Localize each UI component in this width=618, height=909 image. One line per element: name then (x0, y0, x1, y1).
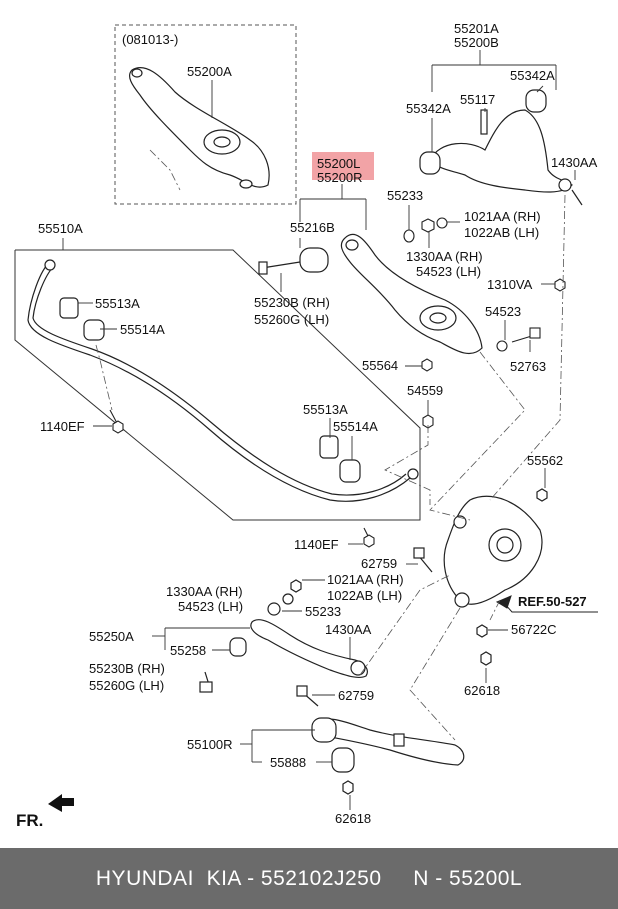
label-55233-bottom: 55233 (305, 604, 341, 619)
label-1430AA-bottom: 1430AA (325, 622, 372, 637)
label-ref: REF.50-527 (518, 594, 587, 609)
label-62759-top: 62759 (361, 556, 397, 571)
stabilizer-group-box (14, 249, 421, 521)
label-1021AA-top: 1021AA (RH) (464, 209, 541, 224)
label-1022AB-top: 1022AB (LH) (464, 225, 539, 240)
label-55230B-bottom: 55230B (RH) (89, 661, 165, 676)
ref-arrow-drawing (495, 595, 598, 613)
label-52763: 52763 (510, 359, 546, 374)
label-55233-top: 55233 (387, 188, 423, 203)
link-55100R-drawing (296, 685, 465, 795)
label-55117: 55117 (460, 92, 495, 107)
label-1330AA-top: 1330AA (RH) (406, 249, 483, 264)
label-55200A: 55200A (187, 64, 232, 79)
label-54523-top: 54523 (LH) (416, 264, 481, 279)
label-55216B: 55216B (290, 220, 335, 235)
bolts-1140EF-drawing (109, 409, 375, 548)
group-box-081013 (114, 24, 297, 205)
label-55564: 55564 (362, 358, 398, 373)
label-55200B: 55200B (454, 35, 499, 50)
part-number-footer: HYUNDAI KIA - 552102J250 N - 55200L (0, 848, 618, 909)
assembly-lines (95, 149, 566, 741)
label-55342A-right: 55342A (510, 68, 555, 83)
label-55514A-right: 55514A (333, 419, 378, 434)
highlight-55200L (312, 152, 374, 180)
label-55513A-left: 55513A (95, 296, 140, 311)
label-54523-lh: 54523 (LH) (178, 599, 243, 614)
label-55230B-top: 55230B (RH) (254, 295, 330, 310)
label-55510A: 55510A (38, 221, 83, 236)
label-55342A-left: 55342A (406, 101, 451, 116)
label-55200L: 55200L (317, 156, 360, 171)
label-55888: 55888 (270, 755, 306, 770)
label-62759-bottom: 62759 (338, 688, 374, 703)
label-55250A: 55250A (89, 629, 134, 644)
label-1310VA: 1310VA (487, 277, 533, 292)
label-56722C: 56722C (511, 622, 557, 637)
label-55201A: 55201A (454, 21, 499, 36)
upper-arm-drawing (419, 89, 583, 206)
label-55562: 55562 (527, 453, 563, 468)
label-55258: 55258 (170, 643, 206, 658)
link-55250A-drawing (199, 579, 368, 693)
fr-arrow-drawing (48, 794, 74, 812)
arm-55200A-drawing (128, 67, 270, 189)
label-55200R: 55200R (317, 170, 363, 185)
lower-arm-55200L-drawing (258, 233, 483, 355)
leader-lines (62, 50, 576, 810)
label-fr: FR. (16, 811, 43, 830)
knuckle-drawing (413, 488, 548, 666)
label-62618-right: 62618 (464, 683, 500, 698)
label-55260G-bottom: 55260G (LH) (89, 678, 164, 693)
label-1430AA-top: 1430AA (551, 155, 598, 170)
label-1140EF-bottom: 1140EF (294, 537, 339, 552)
label-1330AA-bottom: 1330AA (RH) (166, 584, 243, 599)
label-1022AB-bottom: 1022AB (LH) (327, 588, 402, 603)
label-62618-bottom: 62618 (335, 811, 371, 826)
label-1140EF-left: 1140EF (40, 419, 85, 434)
label-55514A-left: 55514A (120, 322, 165, 337)
label-date-code: (081013-) (122, 32, 178, 47)
label-55260G-top: 55260G (LH) (254, 312, 329, 327)
label-1021AA-bottom: 1021AA (RH) (327, 572, 404, 587)
label-54523: 54523 (485, 304, 521, 319)
label-55513A-right: 55513A (303, 402, 348, 417)
stabilizer-bar-drawing (27, 259, 419, 502)
label-55100R: 55100R (187, 737, 233, 752)
label-54559: 54559 (407, 383, 443, 398)
